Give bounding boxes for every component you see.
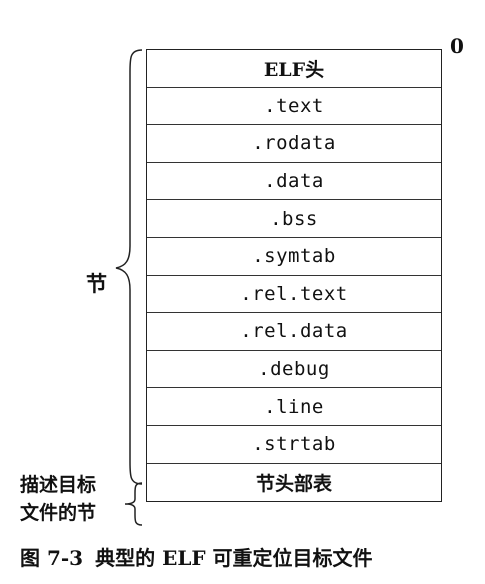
row-data: .data xyxy=(147,163,441,201)
row-label: .rel.data xyxy=(240,320,348,343)
row-line: .line xyxy=(147,388,441,426)
row-label: .symtab xyxy=(252,245,336,268)
sections-brace xyxy=(115,49,143,485)
offset-zero-label: 0 xyxy=(450,34,464,58)
elf-layout-table: ELF头 .text .rodata .data .bss .symtab .r… xyxy=(146,49,442,503)
figure-number: 图 7-3 xyxy=(20,546,84,570)
row-label: .text xyxy=(264,94,324,117)
row-section-header-table: 节头部表 xyxy=(147,464,441,502)
header-table-group-label-line1: 描述目标 xyxy=(20,474,97,496)
figure-caption: 图 7-3 典型的 ELF 可重定位目标文件 xyxy=(20,542,373,571)
row-text: .text xyxy=(147,88,441,126)
row-label: .rel.text xyxy=(240,282,348,305)
row-symtab: .symtab xyxy=(147,238,441,276)
row-label: .debug xyxy=(258,358,330,381)
row-bss: .bss xyxy=(147,200,441,238)
row-label: .data xyxy=(264,170,324,193)
row-rodata: .rodata xyxy=(147,125,441,163)
row-strtab: .strtab xyxy=(147,426,441,464)
row-rel-text: .rel.text xyxy=(147,276,441,314)
row-rel-data: .rel.data xyxy=(147,313,441,351)
row-label: 节头部表 xyxy=(255,472,332,495)
sections-group-label: 节 xyxy=(86,271,107,296)
row-elf-header: ELF头 xyxy=(147,50,441,88)
row-debug: .debug xyxy=(147,351,441,389)
header-table-group-label: 描述目标 文件的节 xyxy=(20,471,120,527)
row-label: .line xyxy=(264,395,324,418)
header-table-brace xyxy=(124,482,143,526)
figure-caption-text: 典型的 ELF 可重定位目标文件 xyxy=(95,546,373,570)
row-label: .rodata xyxy=(252,132,336,155)
row-label: .strtab xyxy=(252,433,336,456)
row-label: .bss xyxy=(270,207,318,230)
row-label: ELF头 xyxy=(263,58,325,81)
header-table-group-label-line2: 文件的节 xyxy=(20,502,97,524)
